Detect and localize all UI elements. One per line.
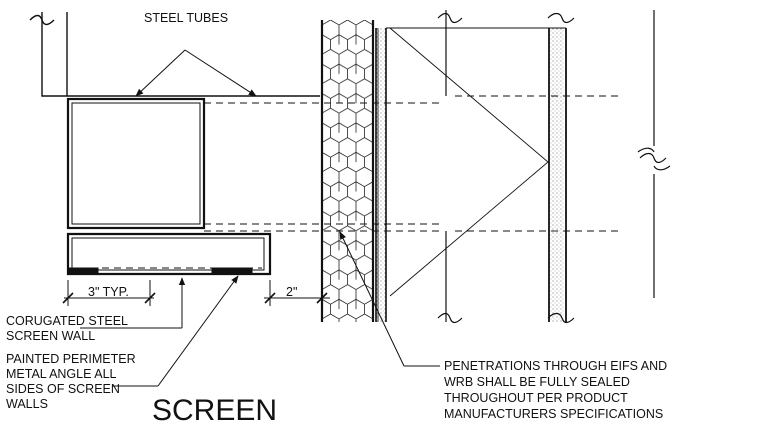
tube-leaders (135, 49, 257, 97)
svg-text:PENETRATIONS THROUGH EIFS AND: PENETRATIONS THROUGH EIFS AND (444, 359, 667, 373)
svg-text:METAL ANGLE ALL: METAL ANGLE ALL (6, 367, 117, 381)
steel-tube-small (66, 232, 272, 276)
svg-text:WRB SHALL BE FULLY SEALED: WRB SHALL BE FULLY SEALED (444, 375, 630, 389)
drawing-title: SCREEN (152, 394, 277, 427)
top-wall-line (29, 12, 320, 97)
interior-board (548, 28, 567, 322)
svg-text:SCREEN WALL: SCREEN WALL (6, 329, 95, 343)
eifs-insulation (320, 20, 375, 322)
steel-tube-large (66, 97, 206, 230)
svg-text:THROUGHOUT PER PRODUCT: THROUGHOUT PER PRODUCT (444, 391, 628, 405)
break-symbols (437, 10, 671, 324)
label-3in-typ: 3" TYP. (88, 285, 129, 299)
dim-2in (264, 280, 330, 306)
svg-text:WALLS: WALLS (6, 397, 48, 411)
stud-cavity (386, 27, 566, 297)
svg-text:CORUGATED STEEL: CORUGATED STEEL (6, 314, 128, 328)
label-steel-tubes: STEEL TUBES (144, 11, 228, 25)
label-corrugated-wall: CORUGATED STEEL SCREEN WALL (6, 314, 128, 343)
callout-leaders (80, 231, 440, 387)
hidden-tube-dashes (78, 95, 620, 269)
label-2in: 2" (286, 285, 297, 299)
sheathing-layer (375, 28, 387, 322)
svg-text:SIDES OF SCREEN: SIDES OF SCREEN (6, 382, 120, 396)
label-penetrations-note: PENETRATIONS THROUGH EIFS AND WRB SHALL … (444, 359, 667, 421)
svg-text:PAINTED PERIMETER: PAINTED PERIMETER (6, 352, 136, 366)
dim-3in (62, 280, 156, 306)
svg-text:MANUFACTURERS SPECIFICATIONS: MANUFACTURERS SPECIFICATIONS (444, 407, 663, 421)
label-perimeter-angle: PAINTED PERIMETER METAL ANGLE ALL SIDES … (6, 352, 136, 411)
